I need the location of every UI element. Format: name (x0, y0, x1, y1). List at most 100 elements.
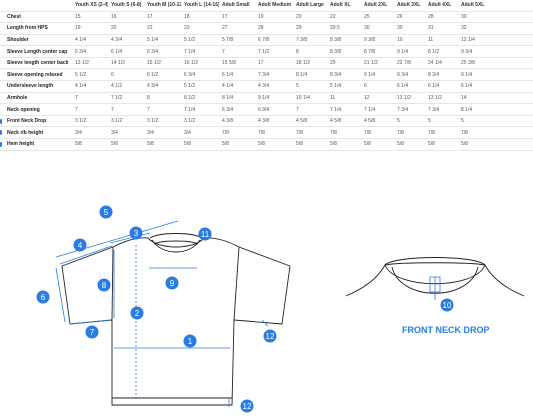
badge-circle (97, 278, 111, 292)
table-cell: 5/8 (458, 138, 533, 151)
table-cell: 7 3/4 (425, 103, 458, 116)
badge-number: 4 (78, 241, 83, 250)
header-size: Adult Small (219, 0, 255, 12)
badge-circle (183, 334, 197, 348)
table-cell: 17 (219, 11, 255, 24)
table-cell: 9 1/4 (458, 68, 533, 82)
table-cell: 5 7/8 (219, 34, 255, 47)
table-cell: 7/8 (361, 126, 394, 140)
table-cell: 19 (72, 22, 108, 35)
table-cell: 4 1/2 (108, 80, 144, 93)
measurement-badge: 8 (97, 278, 111, 292)
collar-back (149, 233, 203, 239)
badge-circle (99, 205, 113, 219)
table-cell: 25 3/8 (458, 57, 533, 70)
table-cell: 7 3/4 (394, 103, 425, 116)
badge-number: 10 (443, 301, 452, 310)
front-neck-drop-caption: FRONT NECK DROP (402, 325, 490, 335)
table-cell: 6 7/8 (255, 34, 293, 47)
table-cell: 5 1/2 (181, 34, 219, 47)
measurement-badge: 10 (440, 298, 454, 312)
table-cell: 9 1/4 (394, 45, 425, 58)
row-label-text: Length from HPS (7, 25, 48, 32)
table-cell: 7/8 (327, 126, 361, 140)
table-cell: 5/8 (181, 138, 219, 151)
table-cell: 6 (361, 80, 394, 93)
table-cell: 11 (327, 92, 361, 105)
table-cell: 4 1/4 (72, 34, 108, 47)
table-cell: 6 1/4 (458, 80, 533, 93)
badge-circle (165, 276, 179, 290)
badge-circle (36, 290, 50, 304)
table-cell: 25 (361, 11, 394, 24)
neck-detail-back (384, 257, 486, 266)
table-cell: 3/4 (108, 126, 144, 140)
table-cell: 10 (394, 34, 425, 47)
table-cell: 3/4 (72, 126, 108, 140)
table-cell: 15 5/8 (219, 57, 255, 70)
table-cell: 5 (425, 115, 458, 128)
badge-circle (73, 238, 87, 252)
measurement-badge: 7 (85, 325, 99, 339)
header-size: Youth XS (2-4) (72, 0, 108, 12)
table-cell: 5 (458, 115, 533, 128)
table-cell: 20 (293, 11, 327, 24)
table-cell: 8 (293, 45, 327, 58)
table-cell: 5 1/2 (181, 80, 219, 93)
table-cell: 5/8 (394, 138, 425, 151)
right-sleeve-seam (233, 246, 240, 321)
table-cell: 8 3/8 (327, 34, 361, 47)
back-neck-arc (153, 240, 199, 245)
table-cell: 18 (181, 11, 219, 24)
table-cell: 30 (458, 11, 533, 24)
measurement-badge: 12 (240, 399, 254, 413)
table-cell: 16 (108, 11, 144, 24)
table-cell: 11 (425, 34, 458, 47)
table-cell: 12 1/4 (458, 34, 533, 47)
table-cell: 4 5/8 (327, 115, 361, 128)
table-cell: 6 1/4 (219, 68, 255, 82)
table-cell: 5/8 (327, 138, 361, 151)
table-cell: 5 1/2 (72, 68, 108, 82)
row-label-text: Neck opening (7, 106, 40, 113)
header-size: Adult 5XL (458, 0, 533, 12)
row-label: Chest (0, 11, 72, 24)
row-marker (0, 142, 2, 148)
table-cell: 30 (361, 22, 394, 35)
table-cell: 28 (425, 11, 458, 24)
table-cell: 13 1/2 (72, 57, 108, 70)
table-cell: 7/8 (255, 126, 293, 140)
row-label: Undersleeve length (0, 80, 72, 93)
table-cell: 3/4 (144, 126, 181, 140)
undersleeve-guide (69, 319, 111, 325)
table-cell: 9 1/4 (255, 92, 293, 105)
header-size: Adult 4XL (425, 0, 458, 12)
table-cell: 7 1/4 (361, 103, 394, 116)
table-cell: 6 3/4 (144, 45, 181, 58)
table-cell: 5 (394, 115, 425, 128)
collar-inner (151, 239, 201, 253)
table-cell: 7 (293, 103, 327, 116)
table-cell: 7 (72, 92, 108, 105)
table-cell: 29.5 (327, 22, 361, 35)
table-cell: 23 (181, 22, 219, 35)
table-cell: 3 1/2 (108, 115, 144, 128)
badge-number: 5 (104, 208, 109, 217)
table-cell: 5/8 (293, 138, 327, 151)
badge-number: 11 (201, 230, 210, 239)
table-cell: 9 3/8 (361, 34, 394, 47)
row-label: Sleeve opening relaxed (0, 68, 72, 82)
table-cell: 24 1/4 (425, 57, 458, 70)
badge-number: 8 (102, 281, 107, 290)
header-size: Adult 3XL (394, 0, 425, 12)
table-cell: 27 (219, 22, 255, 35)
row-label: Shoulder (0, 34, 72, 47)
